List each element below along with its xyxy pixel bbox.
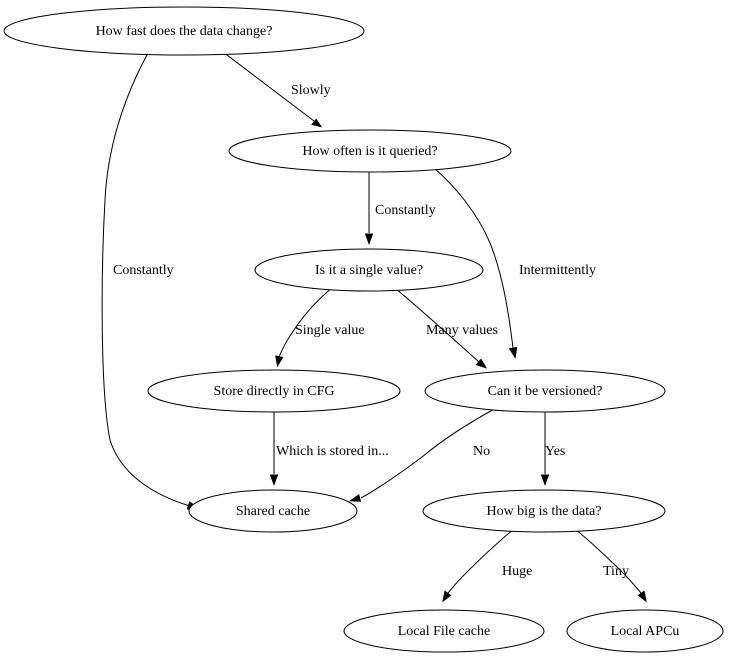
node-label: Is it a single value? — [315, 263, 423, 278]
node-label: Can it be versioned? — [488, 384, 603, 399]
edge-huge[interactable] — [442, 528, 515, 603]
edge-path — [222, 51, 315, 122]
edge-many-values[interactable] — [395, 288, 488, 369]
edge-path — [574, 528, 642, 594]
node-label: Shared cache — [236, 504, 310, 519]
node-how-often[interactable]: How often is it queried? — [228, 129, 512, 173]
edge-path — [447, 528, 515, 594]
node-is-it-a-single-value[interactable]: Is it a single value? — [254, 248, 484, 292]
edge-label-tiny: Tiny — [603, 564, 629, 579]
node-shape — [254, 248, 484, 292]
node-label: Store directly in CFG — [214, 384, 335, 399]
arrowhead-icon — [508, 346, 518, 359]
edge-label-huge: Huge — [502, 564, 532, 579]
edge-path — [433, 167, 514, 349]
edge-path — [278, 287, 333, 358]
edge-label-intermittently: Intermittently — [519, 263, 596, 278]
edge-yes[interactable] — [540, 412, 550, 486]
arrowhead-icon — [475, 358, 488, 369]
arrowhead-icon — [364, 233, 374, 245]
node-shape — [3, 6, 365, 56]
node-shape — [188, 489, 358, 533]
node-label: How fast does the data change? — [96, 24, 273, 39]
node-store-directly-in-cfg[interactable]: Store directly in CFG — [147, 369, 401, 413]
node-shape — [343, 609, 545, 653]
edge-which-stored[interactable] — [269, 412, 279, 486]
node-label: Local APCu — [611, 624, 680, 639]
arrowhead-icon — [311, 118, 323, 128]
node-can-it-be-versioned[interactable]: Can it be versioned? — [424, 369, 666, 413]
arrowhead-icon — [349, 493, 362, 502]
edge-path — [101, 52, 191, 507]
node-shape — [147, 369, 401, 413]
node-local-apcu[interactable]: Local APCu — [566, 609, 724, 653]
arrowhead-icon — [540, 474, 550, 486]
node-shape — [566, 609, 724, 653]
edge-label-no: No — [473, 444, 490, 459]
nodes-layer: How fast does the data change? How often… — [3, 6, 724, 653]
node-label: How big is the data? — [486, 504, 601, 519]
node-label: Local File cache — [398, 624, 491, 639]
edge-constantly-mid[interactable] — [364, 172, 374, 245]
node-shape — [424, 369, 666, 413]
edge-slowly[interactable] — [222, 51, 323, 128]
arrowhead-icon — [442, 590, 452, 603]
edge-tiny[interactable] — [574, 528, 647, 603]
arrowhead-icon — [275, 355, 284, 368]
edge-intermittently[interactable] — [433, 167, 518, 359]
edge-constantly-left[interactable] — [101, 52, 202, 510]
node-how-fast[interactable]: How fast does the data change? — [3, 6, 365, 56]
edge-labels-layer: Constantly Slowly Constantly Intermitten… — [113, 83, 629, 579]
arrowhead-icon — [269, 474, 279, 486]
edge-no[interactable] — [349, 406, 499, 502]
node-shape — [422, 489, 666, 533]
edge-single-value[interactable] — [275, 287, 333, 368]
edges-layer — [101, 51, 647, 603]
node-shared-cache[interactable]: Shared cache — [188, 489, 358, 533]
node-local-file-cache[interactable]: Local File cache — [343, 609, 545, 653]
edge-label-constantly-mid: Constantly — [375, 203, 436, 218]
edge-label-which-stored: Which is stored in... — [276, 444, 389, 459]
edge-label-yes: Yes — [545, 444, 565, 459]
edge-path — [395, 288, 480, 363]
node-how-big-is-the-data[interactable]: How big is the data? — [422, 489, 666, 533]
edge-label-single-value: Single value — [295, 323, 365, 338]
edge-label-slowly: Slowly — [291, 83, 331, 98]
edge-label-many-values: Many values — [426, 323, 498, 338]
edge-path — [360, 406, 499, 499]
edge-label-constantly-left: Constantly — [113, 263, 174, 278]
arrowhead-icon — [637, 590, 647, 603]
node-shape — [228, 129, 512, 173]
node-label: How often is it queried? — [302, 144, 437, 159]
